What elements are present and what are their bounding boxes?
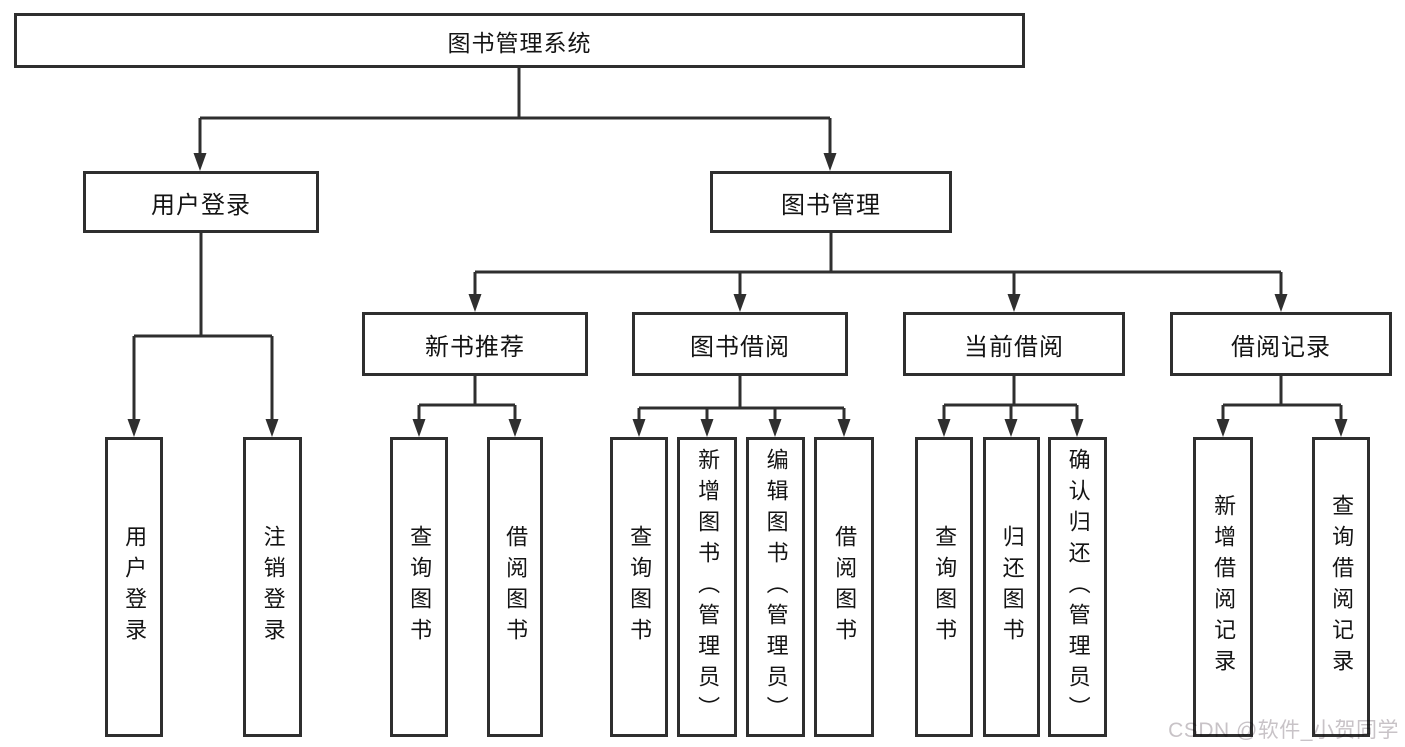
- node-root: 图书管理系统: [14, 13, 1025, 68]
- leaf-newbook-query-label: 查询图书: [407, 525, 433, 649]
- node-root-label: 图书管理系统: [447, 29, 592, 56]
- arrow-down-icon: [823, 153, 837, 171]
- leaf-confirm-return-admin-label: 确认归还（管理员）: [1065, 447, 1091, 727]
- leaf-borrow-add-admin-label: 新增图书（管理员）: [695, 447, 721, 727]
- arrow-down-icon: [1007, 294, 1021, 312]
- node-user-login-label: 用户登录: [151, 191, 251, 219]
- node-book-manage: 图书管理: [710, 171, 952, 233]
- node-user-login: 用户登录: [83, 171, 319, 233]
- leaf-logout-label: 注销登录: [260, 525, 286, 649]
- leaf-current-query-label: 查询图书: [932, 525, 958, 649]
- connector-path: [132, 68, 1343, 426]
- leaf-record-add-label: 新增借阅记录: [1211, 494, 1237, 680]
- arrow-down-icon: [1004, 419, 1018, 437]
- leaf-borrow-edit-admin-label: 编辑图书（管理员）: [763, 447, 789, 727]
- arrow-down-icon: [1070, 419, 1084, 437]
- leaf-record-add: 新增借阅记录: [1193, 437, 1253, 737]
- node-borrow-records: 借阅记录: [1170, 312, 1392, 376]
- leaf-return-book-label: 归还图书: [999, 525, 1025, 649]
- node-new-book-recommend-label: 新书推荐: [425, 333, 525, 361]
- leaf-logout: 注销登录: [243, 437, 302, 737]
- node-current-borrow: 当前借阅: [903, 312, 1125, 376]
- node-book-manage-label: 图书管理: [781, 191, 881, 219]
- arrow-down-icon: [127, 419, 141, 437]
- leaf-borrow-book: 借阅图书: [814, 437, 874, 737]
- arrow-down-icon: [837, 419, 851, 437]
- arrow-down-icon: [768, 419, 782, 437]
- arrow-down-icon: [1216, 419, 1230, 437]
- arrow-down-icon: [733, 294, 747, 312]
- leaf-newbook-borrow: 借阅图书: [487, 437, 543, 737]
- leaf-borrow-query: 查询图书: [610, 437, 668, 737]
- arrow-down-icon: [468, 294, 482, 312]
- arrow-down-icon: [632, 419, 646, 437]
- node-new-book-recommend: 新书推荐: [362, 312, 588, 376]
- leaf-current-query: 查询图书: [915, 437, 973, 737]
- leaf-borrow-add-admin: 新增图书（管理员）: [677, 437, 737, 737]
- leaf-borrow-query-label: 查询图书: [627, 525, 653, 649]
- arrow-down-icon: [265, 419, 279, 437]
- arrow-down-icon: [937, 419, 951, 437]
- arrow-down-icon: [193, 153, 207, 171]
- arrow-down-icon: [508, 419, 522, 437]
- arrow-down-icon: [1274, 294, 1288, 312]
- node-borrow-records-label: 借阅记录: [1231, 333, 1331, 361]
- watermark: CSDN @软件_小贺同学: [1168, 719, 1399, 742]
- node-current-borrow-label: 当前借阅: [964, 333, 1064, 361]
- leaf-user-login: 用户登录: [105, 437, 163, 737]
- leaf-user-login-label: 用户登录: [122, 525, 148, 649]
- arrow-down-icon: [412, 419, 426, 437]
- leaf-record-query-label: 查询借阅记录: [1329, 494, 1355, 680]
- arrowheads: [127, 153, 1348, 437]
- node-book-borrow: 图书借阅: [632, 312, 848, 376]
- leaf-record-query: 查询借阅记录: [1312, 437, 1370, 737]
- leaf-borrow-edit-admin: 编辑图书（管理员）: [746, 437, 805, 737]
- node-book-borrow-label: 图书借阅: [690, 333, 790, 361]
- leaf-newbook-borrow-label: 借阅图书: [503, 525, 529, 649]
- arrow-down-icon: [700, 419, 714, 437]
- arrow-down-icon: [1334, 419, 1348, 437]
- leaf-return-book: 归还图书: [983, 437, 1040, 737]
- leaf-newbook-query: 查询图书: [390, 437, 448, 737]
- leaf-borrow-book-label: 借阅图书: [832, 525, 858, 649]
- leaf-confirm-return-admin: 确认归还（管理员）: [1048, 437, 1107, 737]
